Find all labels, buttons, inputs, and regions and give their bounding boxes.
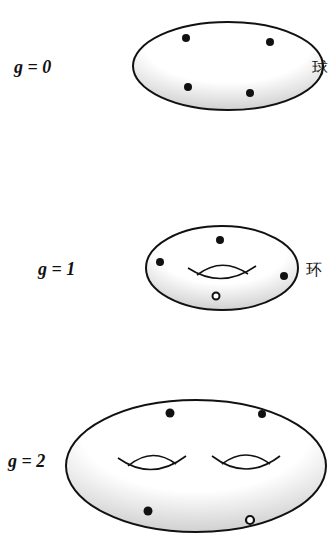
torus-hole: [188, 265, 256, 278]
torus-points: [156, 236, 288, 300]
double-torus-outline: [66, 400, 326, 532]
genus-label: g = 2: [8, 452, 45, 470]
genus-label: g = 1: [38, 260, 75, 278]
double-torus-points: [144, 409, 267, 525]
sphere-points: [182, 34, 274, 97]
surface-name: 环: [306, 262, 322, 278]
genus-label: g = 0: [14, 58, 51, 76]
double-torus-holes: [118, 455, 280, 470]
torus-outline: [146, 226, 298, 310]
surface-name: 球: [312, 60, 328, 76]
sphere-outline: [133, 22, 323, 110]
